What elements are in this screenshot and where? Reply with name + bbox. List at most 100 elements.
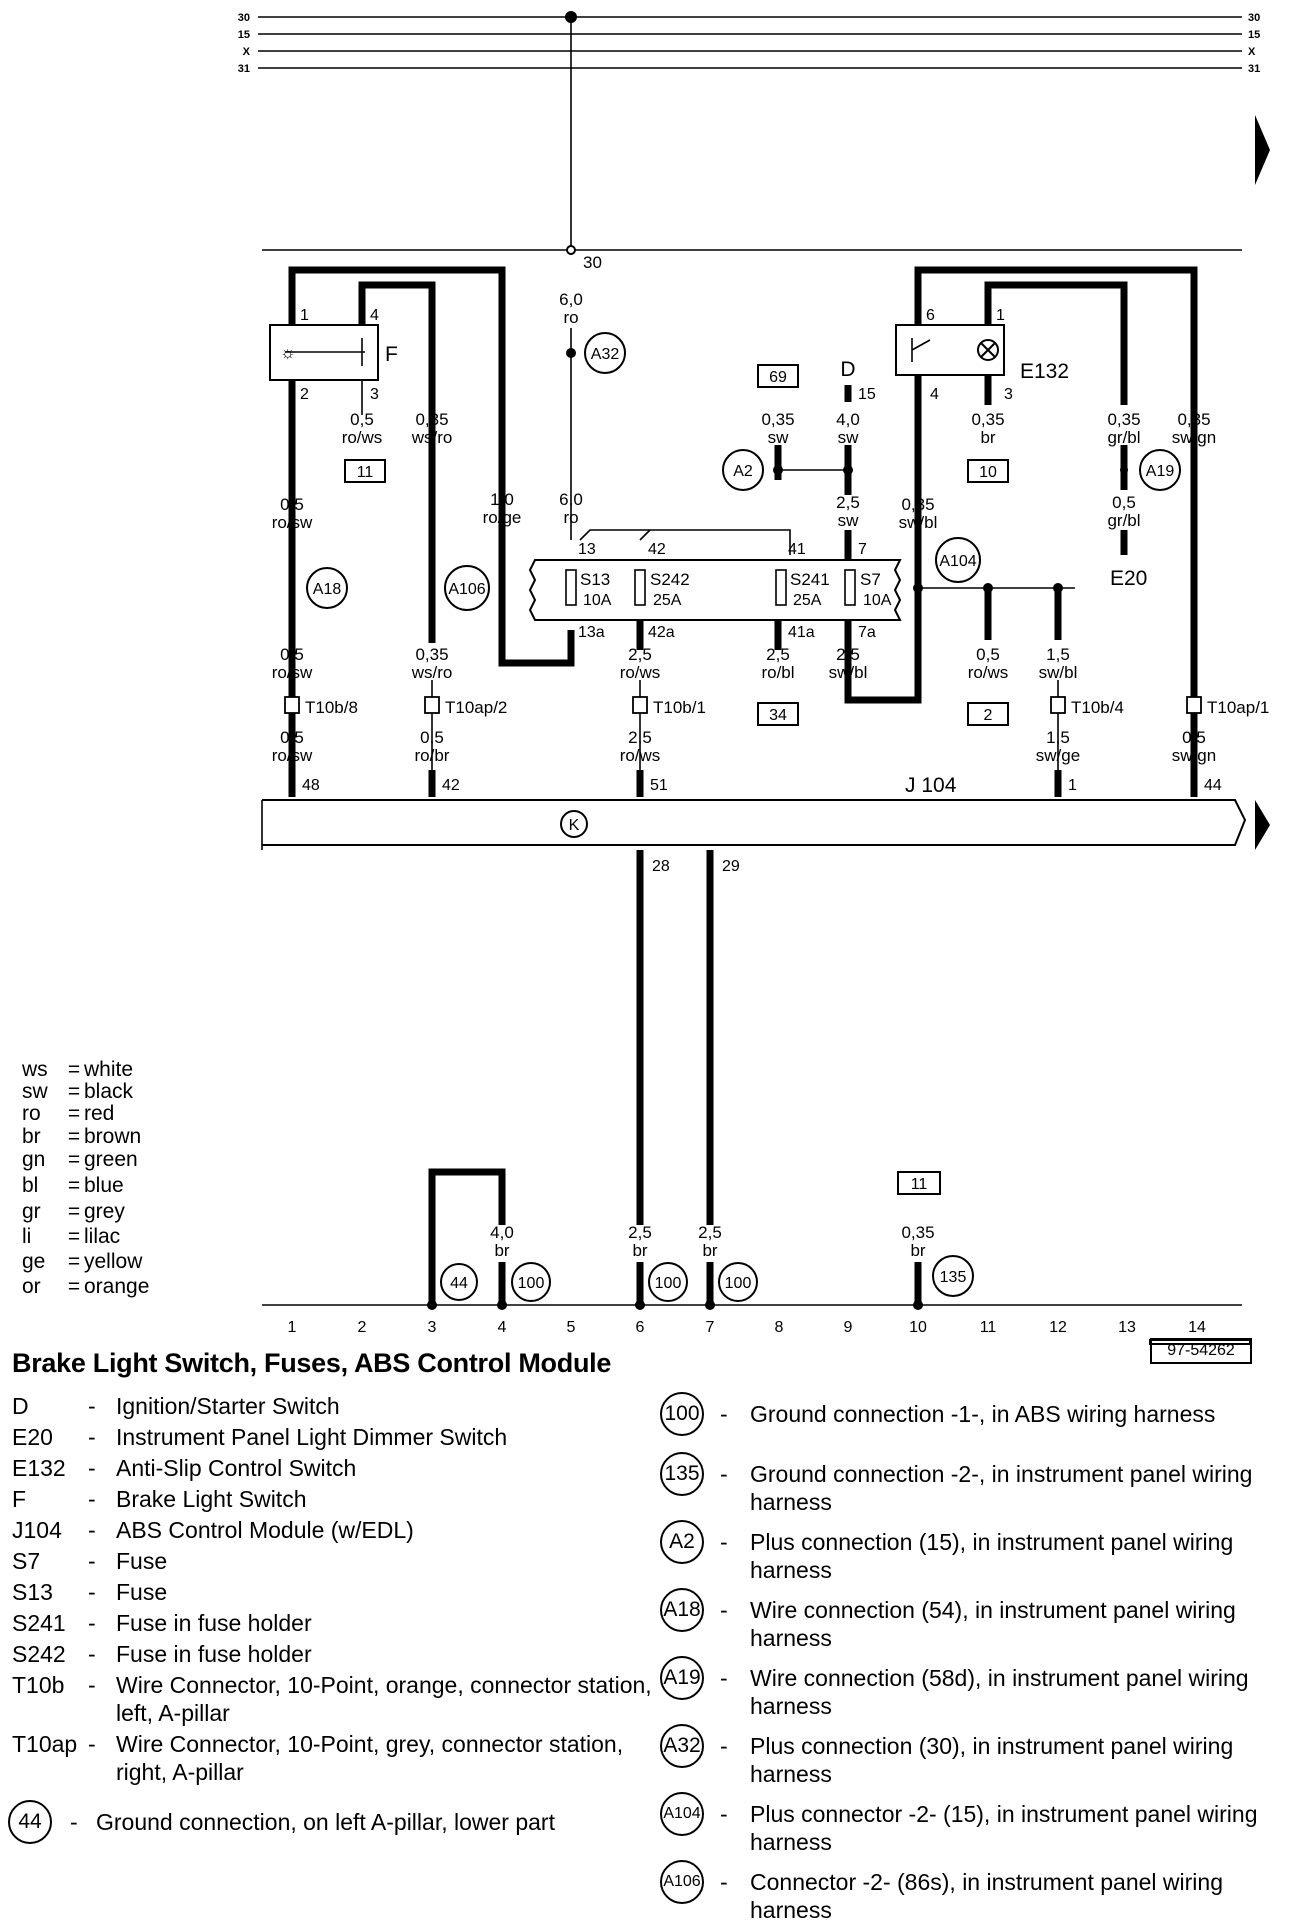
connector-t10ap-1: T10ap/1: [1207, 698, 1269, 717]
wire-size-7: 4,0: [836, 410, 860, 429]
pin-e132-6: 6: [926, 307, 935, 324]
ref-box-11-bottom: [897, 1171, 941, 1195]
wire-color-27: br: [632, 1241, 647, 1260]
scale-1: 1: [288, 1319, 297, 1336]
fuse-s242-name: S242: [650, 570, 690, 589]
wire-color-13: gr/bl: [1107, 511, 1140, 530]
legend-item: D-Ignition/Starter Switch: [12, 1393, 340, 1419]
splice-a32: [584, 332, 626, 374]
pin-f-4: 4: [370, 307, 379, 324]
wire-color-11: gr/bl: [1107, 428, 1140, 447]
ground-100-a: [511, 1262, 551, 1302]
splice-a18-label: A18: [313, 581, 342, 598]
fuse-box: S13 10A S242 25A S241 25A S7 10A 13 42 4…: [528, 529, 902, 641]
fuse-box-body: [528, 559, 902, 621]
legend-components: D-Ignition/Starter Switch E20-Instrument…: [12, 1392, 652, 1789]
brake-light-switch-f: ☼ F 1 4 2 3: [269, 266, 575, 770]
wire-size-23: 2,5: [628, 728, 652, 747]
fuse-pin-7a: 7a: [858, 624, 876, 641]
bus-label-30-left: 30: [238, 12, 250, 24]
pin-d-15: 15: [858, 386, 876, 403]
color-key-ws: ws = white: [21, 1058, 133, 1081]
wire-color-3: ro/sw: [272, 513, 313, 532]
wire-size-18: 2,5: [836, 645, 860, 664]
fuse-s7-name: S7: [860, 570, 881, 589]
ref-box-11-bottom-label: 11: [911, 1176, 928, 1193]
scale-4: 4: [498, 1319, 507, 1336]
j104-body: [262, 799, 1247, 846]
fuse-s241-rating: 25A: [793, 592, 822, 609]
top-bus: 30 15 X 31 30 15 X 31: [238, 11, 1270, 250]
wire-color-8: sw: [838, 511, 860, 530]
scale-9: 9: [844, 1319, 853, 1336]
fuse-pin-42a: 42a: [648, 624, 675, 641]
wire-size-26: 4,0: [490, 1223, 514, 1242]
wire-color-16: ro/ws: [620, 663, 661, 682]
ref-box-10: [967, 459, 1009, 483]
wire-color-23: ro/ws: [620, 746, 661, 765]
legend-item: E20-Instrument Panel Light Dimmer Switch: [12, 1424, 508, 1450]
splice-a2-label: A2: [733, 463, 753, 480]
scale-11: 11: [980, 1319, 997, 1336]
legend-item: A19-Wire connection (58d), in instrument…: [660, 1656, 1300, 1720]
wire-color-18: sw/bl: [829, 663, 868, 682]
legend-item: A18-Wire connection (54), in instrument …: [660, 1588, 1300, 1652]
wire-color-0: ro: [563, 308, 578, 327]
bus-label-15-right: 15: [1248, 29, 1260, 41]
scale-8: 8: [775, 1319, 784, 1336]
anti-slip-switch-e132: E132 6 1 4 3: [844, 266, 1198, 770]
connector-row: T10b/8 T10ap/2 T10b/1 T10b/4 T10ap/1: [284, 680, 1269, 795]
wire-size-24: 1,5: [1046, 728, 1070, 747]
scale-14: 14: [1188, 1319, 1206, 1336]
ground-44-symbol: 44: [8, 1800, 52, 1844]
ref-box-69: [757, 364, 799, 388]
scale-13: 13: [1118, 1319, 1136, 1336]
wire-size-19: 0,5: [976, 645, 1000, 664]
splice-a18: [306, 567, 348, 609]
wire-size-9: 0,35: [901, 495, 934, 514]
continue-arrow-top: [1255, 115, 1270, 185]
wire-size-22: 0,5: [420, 728, 444, 747]
scale-3: 3: [428, 1319, 437, 1336]
ref-box-69-label: 69: [769, 369, 787, 386]
wire-size-1: 0,5: [350, 410, 374, 429]
ground-100-a-label: 100: [518, 1275, 545, 1292]
color-key-or: or = orange: [22, 1275, 149, 1298]
wire-size-21: 0,5: [280, 728, 304, 747]
legend-item: S241-Fuse in fuse holder: [12, 1610, 312, 1636]
wire-color-19: ro/ws: [968, 663, 1009, 682]
ground-100-b: [648, 1262, 688, 1302]
grid-scale: 1 2 3 4 5 6 7 8 9 10 11 12 13 14: [288, 1319, 1251, 1345]
ground-135-label: 135: [940, 1269, 967, 1286]
splice-a19-label: A19: [1146, 463, 1175, 480]
fuse-s13-name: S13: [580, 570, 610, 589]
component-e20-label: E20: [1110, 567, 1147, 590]
wire-size-6: 0,35: [761, 410, 794, 429]
page-title: Brake Light Switch, Fuses, ABS Control M…: [12, 1348, 612, 1378]
splice-a19: [1139, 449, 1181, 491]
splice-a2: [722, 449, 764, 491]
point-30: [566, 245, 576, 255]
ground-44-label: 44: [450, 1275, 468, 1292]
wire-color-29: br: [910, 1241, 925, 1260]
scale-5: 5: [567, 1319, 576, 1336]
wire-color-28: br: [702, 1241, 717, 1260]
fuse-pin-41: 41: [788, 541, 806, 558]
bus-label-30-right: 30: [1248, 12, 1260, 24]
scale-2: 2: [358, 1319, 367, 1336]
legend-item: S242-Fuse in fuse holder: [12, 1641, 312, 1667]
connector-t10ap-2: T10ap/2: [445, 698, 507, 717]
ref-box-11-top: [344, 459, 386, 483]
wire-size-8: 2,5: [836, 493, 860, 512]
fuse-pin-7: 7: [858, 541, 867, 558]
splice-a32-label: A32: [591, 346, 620, 363]
ref-box-2: [967, 702, 1009, 726]
bus-label-x-right: X: [1248, 46, 1256, 58]
connector-t10b-8: T10b/8: [305, 698, 358, 717]
wire-color-14: ro/sw: [272, 663, 313, 682]
pin-j104-1: 1: [1068, 777, 1077, 794]
bus-label-15-left: 15: [238, 29, 250, 41]
splice-a104: [935, 537, 981, 583]
wire-color-7: sw: [838, 428, 860, 447]
color-key-li: li = lilac: [22, 1225, 120, 1248]
